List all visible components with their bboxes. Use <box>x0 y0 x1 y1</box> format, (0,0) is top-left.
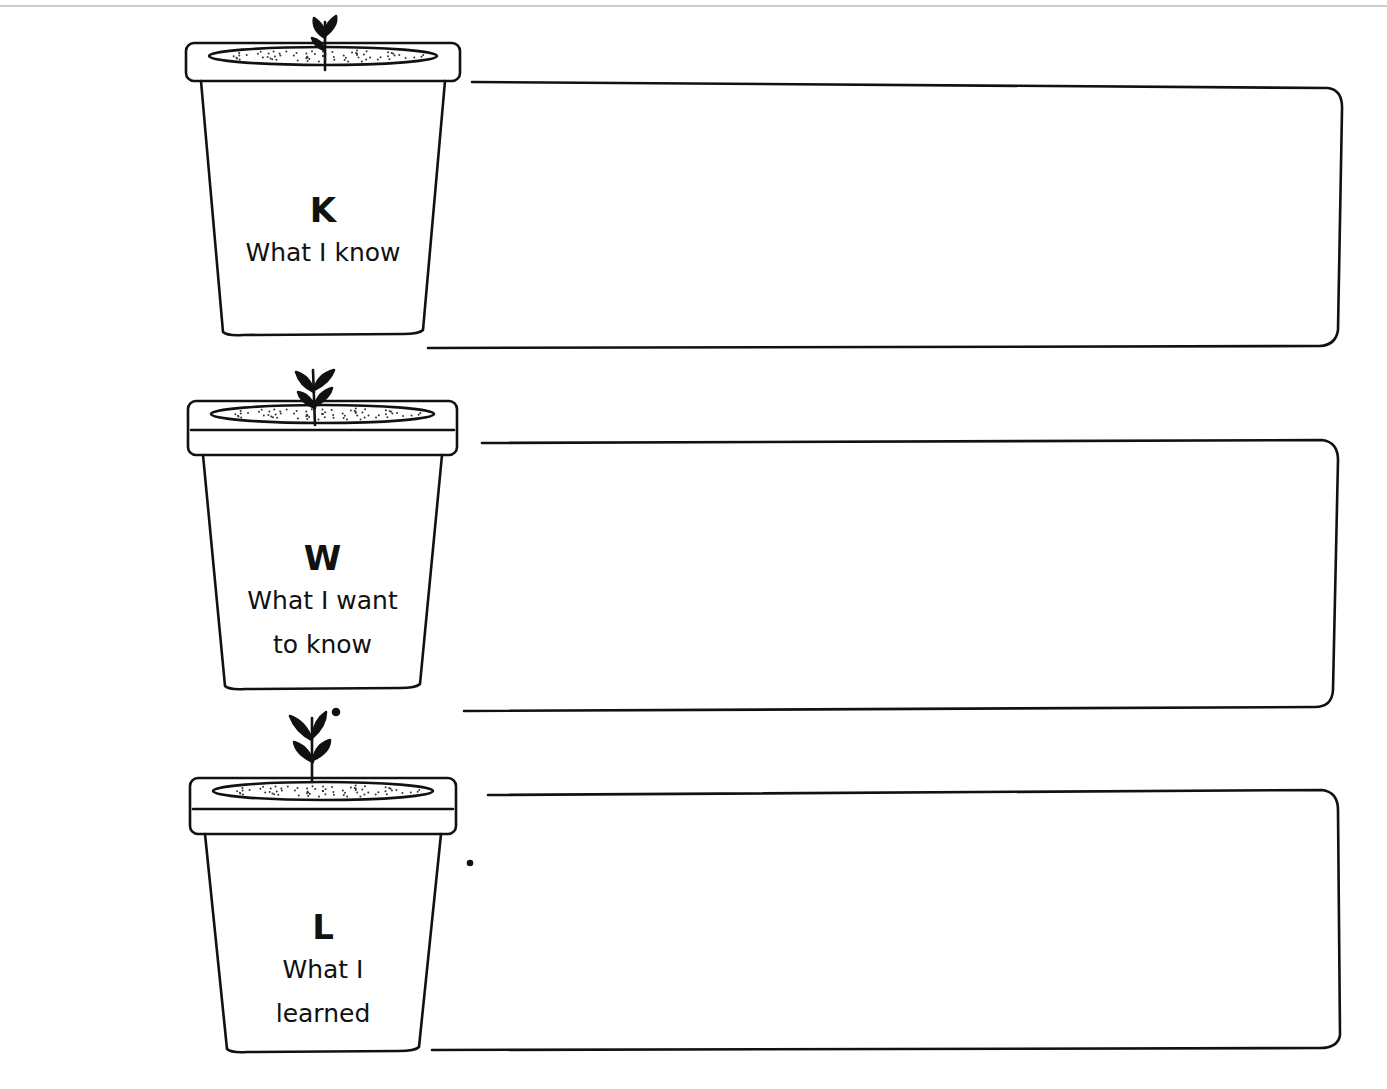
pot-label: KWhat I know <box>183 190 463 275</box>
pot-node: KWhat I know <box>183 40 463 338</box>
seedling <box>296 370 334 425</box>
pot-node: LWhat I learned <box>187 775 459 1055</box>
pot-node: WWhat I want to know <box>185 398 460 692</box>
writing-box <box>464 440 1338 711</box>
pot-label: LWhat I learned <box>187 907 459 1035</box>
flower-pot <box>183 40 463 338</box>
kwl-letter: W <box>304 538 342 579</box>
seedling <box>290 709 339 782</box>
writing-box <box>428 82 1342 348</box>
pot-label: WWhat I want to know <box>185 538 460 666</box>
writing-box <box>432 790 1340 1050</box>
kwl-letter: K <box>310 190 336 231</box>
stray-mark <box>468 861 472 865</box>
page-edge <box>0 5 1387 7</box>
kwl-letter: L <box>312 907 334 948</box>
kwl-heading: What I want to know <box>234 579 411 667</box>
kwl-heading: What I learned <box>236 948 410 1036</box>
kwl-heading: What I know <box>239 231 406 275</box>
